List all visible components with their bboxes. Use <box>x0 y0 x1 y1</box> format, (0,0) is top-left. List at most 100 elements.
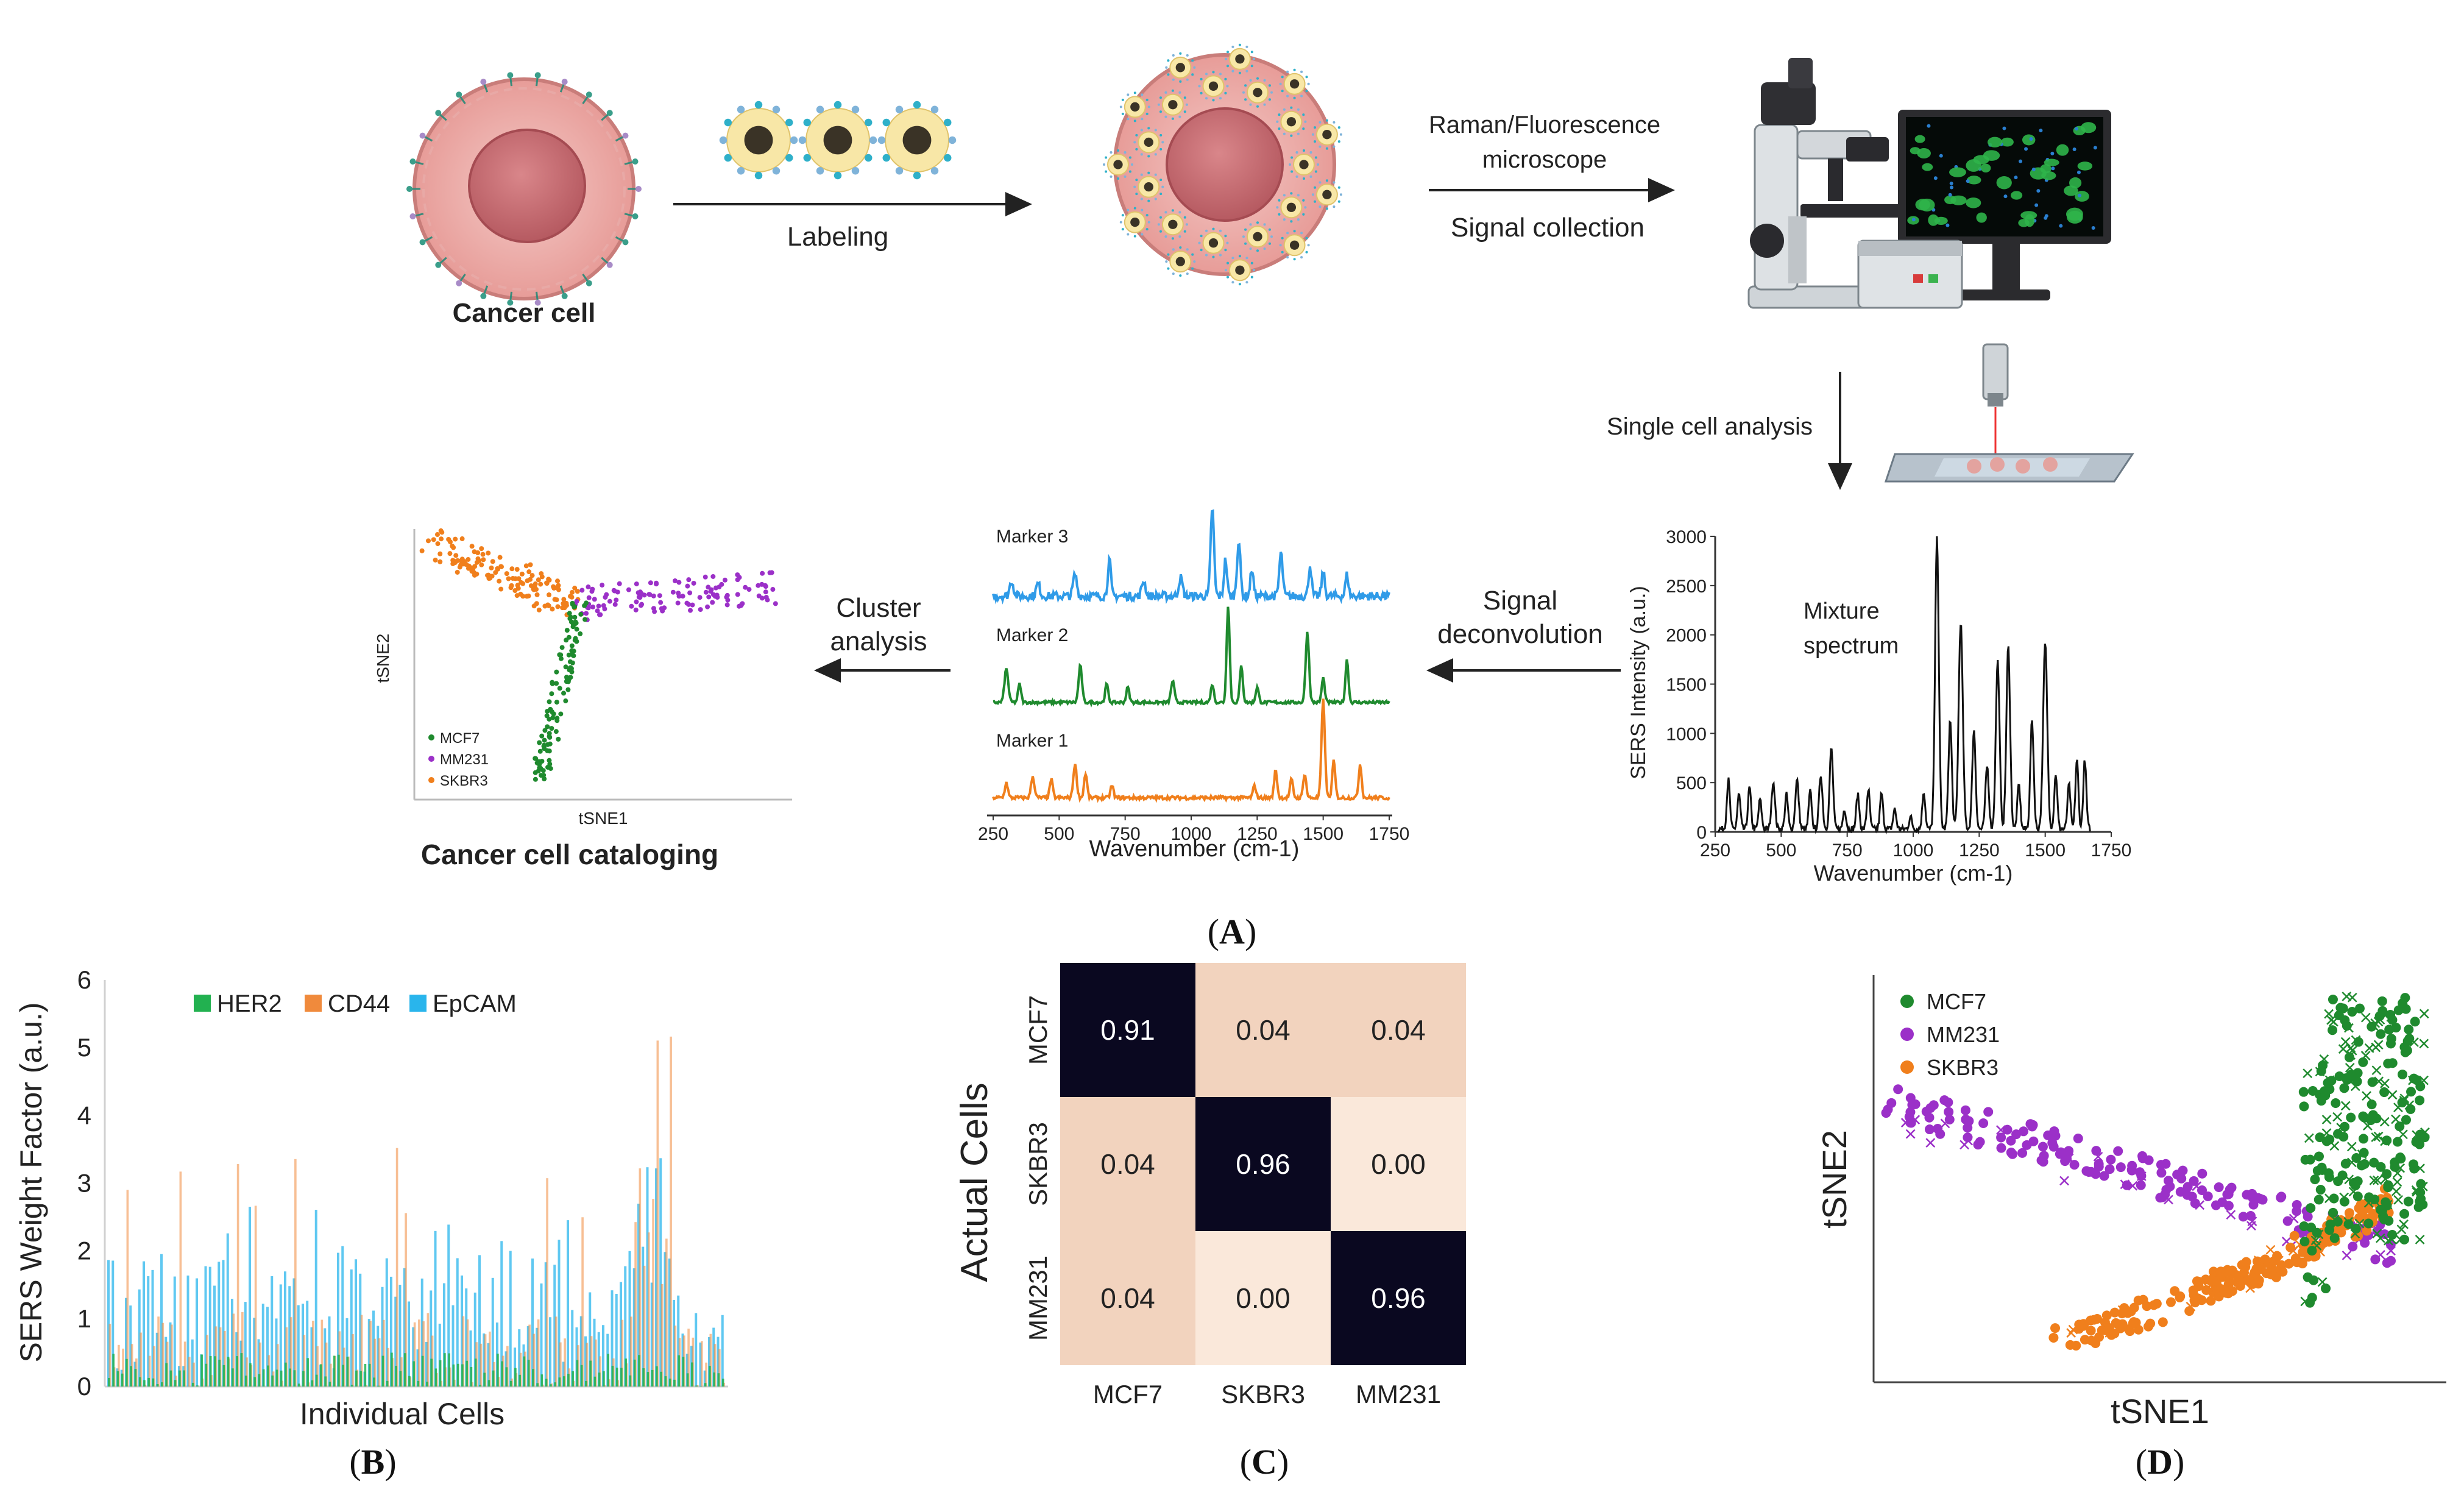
point-mcf7 <box>2314 1151 2324 1161</box>
legend-her2: HER2 <box>217 990 282 1017</box>
mini-point-skbr3 <box>524 563 529 568</box>
bar-her2 <box>329 1382 331 1387</box>
bar-her2 <box>470 1367 473 1387</box>
bar-her2 <box>298 1383 300 1387</box>
bar-her2 <box>457 1364 459 1387</box>
point-mcf7 <box>2335 1003 2345 1012</box>
panel-b-y-tick: 0 <box>77 1372 91 1401</box>
mini-point-mcf7 <box>558 711 563 716</box>
point-mm231 <box>2073 1134 2083 1143</box>
mini-point-mcf7 <box>573 620 578 625</box>
markers-x-tick: 500 <box>1044 824 1074 844</box>
point-mm231 <box>2211 1201 2221 1210</box>
mini-point-mcf7 <box>554 670 559 675</box>
mini-point-mm231 <box>597 613 602 617</box>
bar-her2 <box>236 1356 238 1387</box>
point-mm231 <box>2136 1181 2146 1190</box>
point-mcf7-predicted <box>2392 1187 2401 1196</box>
mini-point-skbr3 <box>435 541 440 546</box>
heatmap-cell-value: 0.04 <box>1236 1014 1290 1046</box>
point-mcf7 <box>2310 1174 2320 1184</box>
bar-cd44 <box>418 1319 420 1387</box>
bar-cd44 <box>705 1363 707 1387</box>
mini-point-mcf7 <box>570 661 575 666</box>
point-mcf7 <box>2340 1122 2349 1132</box>
bar-her2 <box>572 1371 574 1387</box>
panel-d-legend: MCF7 MM231 SKBR3 <box>1900 989 2000 1080</box>
bar-cd44 <box>188 1357 191 1387</box>
mixture-annotation-1: Mixture <box>1804 598 1880 624</box>
mini-point-mcf7 <box>573 637 578 642</box>
point-mm231 <box>1975 1137 1985 1147</box>
mini-point-mcf7 <box>549 726 554 731</box>
mini-point-mm231 <box>698 595 703 600</box>
bar-her2 <box>422 1356 424 1387</box>
point-mcf7 <box>2415 1095 2424 1105</box>
mini-point-skbr3 <box>538 582 543 587</box>
mini-point-mcf7 <box>550 716 555 720</box>
mini-point-mm231 <box>592 597 597 602</box>
marker-2-spectrum <box>993 607 1389 704</box>
markers-x-tick: 1500 <box>1303 824 1344 844</box>
mini-point-skbr3 <box>539 571 543 576</box>
mini-point-mm231 <box>676 580 681 585</box>
mini-point-mm231 <box>704 590 709 595</box>
marker-3-label: Marker 3 <box>996 527 1068 547</box>
mini-point-skbr3 <box>458 565 462 570</box>
point-mcf7-predicted <box>2362 1092 2371 1100</box>
mini-point-mcf7 <box>538 749 543 754</box>
bar-her2 <box>183 1370 185 1387</box>
receptor-icon <box>420 133 426 139</box>
mini-point-mm231 <box>648 580 653 585</box>
mixture-y-axis-label: SERS Intensity (a.u.) <box>1627 586 1650 779</box>
point-mcf7 <box>2329 1194 2339 1204</box>
bar-her2 <box>351 1385 353 1387</box>
mini-point-mm231 <box>597 603 601 608</box>
mini-point-mcf7 <box>554 718 559 723</box>
mini-point-mcf7 <box>539 759 544 764</box>
panel-b-y-tick: 1 <box>77 1304 91 1333</box>
mixture-x-tick: 500 <box>1766 840 1796 861</box>
mini-point-mcf7 <box>542 738 547 743</box>
point-skbr3 <box>2236 1281 2245 1291</box>
mini-point-mcf7 <box>560 645 565 650</box>
panel-d-x-axis-label: tSNE1 <box>2111 1392 2209 1430</box>
bar-her2 <box>333 1355 336 1387</box>
mini-tsne-legend: MCF7 MM231 SKBR3 <box>428 730 489 789</box>
point-mm231 <box>1961 1106 1970 1115</box>
point-mcf7 <box>2383 1182 2393 1192</box>
point-skbr3 <box>2225 1276 2234 1286</box>
mini-point-skbr3 <box>481 557 486 562</box>
point-mm231-predicted <box>2226 1210 2235 1219</box>
mini-point-mm231 <box>681 594 685 598</box>
point-mcf7 <box>2411 1137 2421 1147</box>
point-mcf7-predicted <box>2323 1115 2331 1124</box>
point-mcf7 <box>2377 996 2387 1006</box>
point-mm231-predicted <box>1926 1138 1935 1147</box>
point-mm231 <box>2039 1151 2049 1160</box>
mini-point-skbr3 <box>472 549 477 554</box>
bar-her2 <box>404 1353 406 1387</box>
bar-cd44 <box>480 1344 483 1387</box>
mini-point-mm231 <box>604 592 609 597</box>
point-mm231 <box>2099 1171 2109 1181</box>
mini-point-mm231 <box>735 572 740 577</box>
mini-point-mcf7 <box>533 756 538 761</box>
heatmap-cell-value: 0.00 <box>1371 1148 1426 1180</box>
point-mm231 <box>1943 1098 1953 1107</box>
mini-point-mcf7 <box>547 699 551 704</box>
mini-point-skbr3 <box>453 553 458 558</box>
cluster-label-2: analysis <box>830 627 927 656</box>
mini-point-skbr3 <box>498 555 503 560</box>
mini-point-mcf7 <box>548 707 553 712</box>
point-mm231 <box>2027 1121 2037 1131</box>
point-skbr3 <box>2111 1318 2121 1328</box>
mini-point-mcf7 <box>548 742 553 747</box>
mini-point-skbr3 <box>479 563 484 567</box>
point-mcf7 <box>2299 1237 2309 1246</box>
panel-b-caption: (B) <box>349 1442 396 1482</box>
point-mm231 <box>2197 1169 2207 1179</box>
bar-cd44 <box>312 1321 314 1387</box>
bar-her2 <box>435 1368 437 1387</box>
bar-her2 <box>629 1376 632 1387</box>
